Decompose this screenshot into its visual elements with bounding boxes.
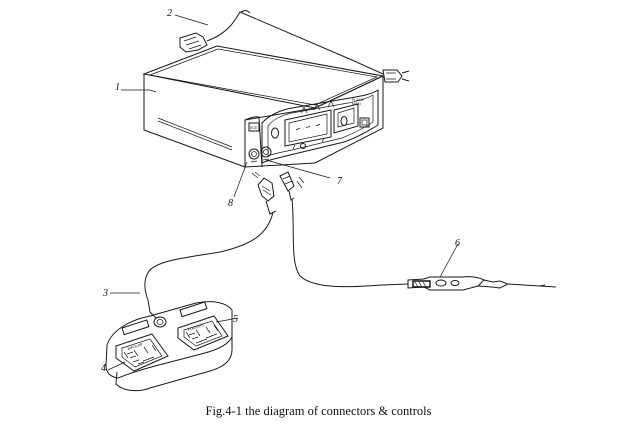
callout-labels: 1 2 3 4 5 6 7 8 bbox=[101, 8, 460, 374]
callout-8: 8 bbox=[228, 198, 233, 209]
callout-5: 5 bbox=[233, 314, 238, 325]
footswitch: BIPOLAR FLAGRAS bbox=[105, 299, 233, 392]
power-cord bbox=[179, 10, 410, 83]
callout-2: 2 bbox=[167, 8, 172, 19]
cables bbox=[144, 198, 409, 301]
callout-4: 4 bbox=[101, 363, 106, 374]
pedal-label-right: FLAGRAS bbox=[187, 323, 205, 332]
figure-caption: Fig.4-1 the diagram of connectors & cont… bbox=[205, 404, 432, 418]
svg-text:ECE: ECE bbox=[250, 126, 258, 130]
callout-1: 1 bbox=[115, 82, 120, 93]
callout-3: 3 bbox=[102, 288, 108, 299]
electrosurgical-handpiece bbox=[407, 276, 557, 291]
svg-text:FLAME: FLAME bbox=[352, 98, 365, 102]
callout-leaders bbox=[107, 14, 459, 371]
svg-text:MAXI: MAXI bbox=[352, 102, 361, 106]
callout-6: 6 bbox=[455, 238, 460, 249]
main-unit: ECE FLAME MAXI bbox=[142, 45, 385, 168]
connector-plugs bbox=[251, 171, 305, 215]
callout-7: 7 bbox=[337, 176, 343, 187]
pedal-label-left: BIPOLAR bbox=[127, 342, 143, 351]
